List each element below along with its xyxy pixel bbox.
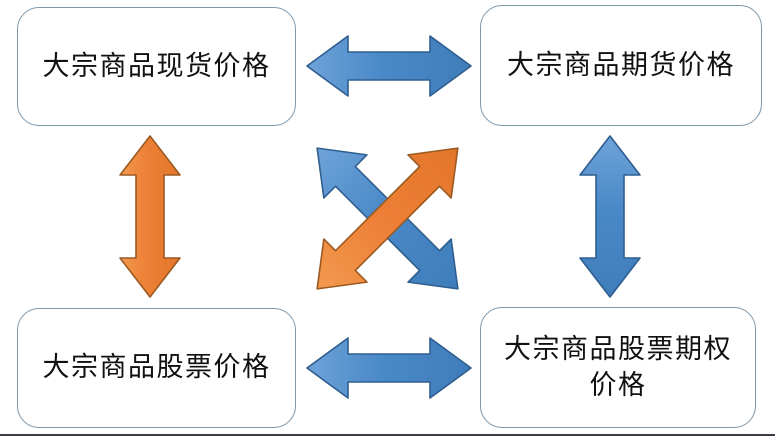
node-label-spot-price: 大宗商品现货价格	[42, 50, 271, 81]
node-label-stock-option-price: 大宗商品股票期权价格	[504, 333, 732, 400]
bottom-divider	[0, 434, 775, 436]
node-box-spot-price[interactable]: 大宗商品现货价格	[17, 7, 296, 126]
node-box-futures-price[interactable]: 大宗商品期货价格	[480, 5, 762, 126]
connector-futures-option	[579, 135, 641, 298]
node-label-futures-price: 大宗商品期货价格	[507, 49, 735, 80]
connector-stock-option	[306, 337, 472, 399]
node-box-stock-price[interactable]: 大宗商品股票价格	[17, 308, 296, 428]
node-box-stock-option-price[interactable]: 大宗商品股票期权价格	[480, 307, 756, 428]
connector-stock-futures	[316, 147, 459, 290]
connector-spot-stock	[119, 135, 181, 298]
connector-spot-futures	[306, 35, 472, 97]
node-label-stock-price: 大宗商品股票价格	[42, 352, 271, 383]
